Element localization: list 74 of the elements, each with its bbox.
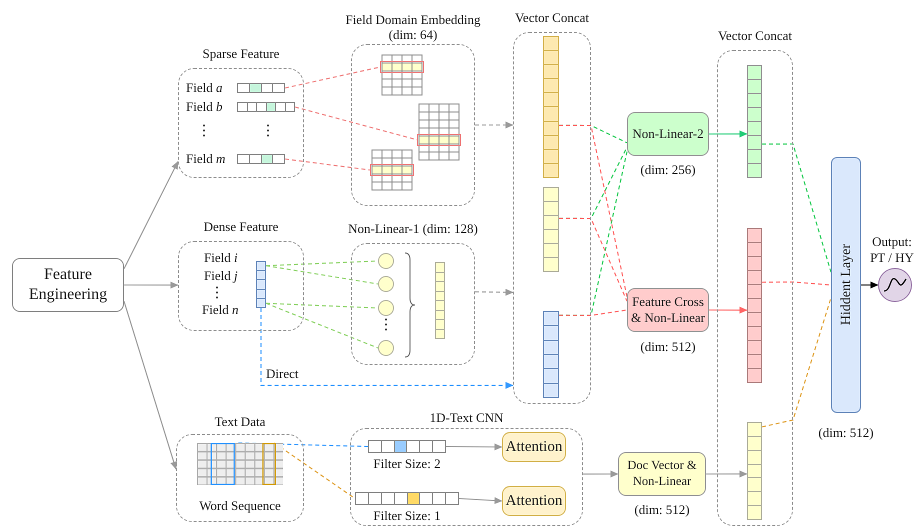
- connector-line: [266, 302, 378, 349]
- connector-line: [238, 442, 368, 448]
- vector-row: [355, 492, 459, 505]
- arrow: [861, 282, 878, 288]
- connector-line: [559, 124, 628, 297]
- node-caption: (dim: 512): [639, 339, 697, 355]
- group-title: Sparse Feature: [202, 46, 280, 61]
- connector-line: [762, 298, 832, 428]
- embedding-matrix: [417, 102, 461, 162]
- process-box: Feature Engineering: [12, 258, 124, 312]
- vector-row: [368, 440, 446, 453]
- vector-row: [237, 102, 295, 112]
- connector-line: [266, 265, 378, 285]
- node-caption: (dim: 512): [817, 425, 875, 441]
- embedding-matrix: [380, 53, 424, 97]
- field-label: Field a: [186, 80, 222, 96]
- arrow: [709, 130, 748, 138]
- vector-bar: [543, 311, 559, 398]
- vector-bar: [747, 228, 762, 383]
- process-box: Attention: [502, 486, 566, 516]
- vector-bar: [747, 65, 762, 178]
- arrow: [124, 161, 178, 270]
- group-title: Field Domain Embedding (dim: 64): [344, 12, 482, 42]
- vector-row: [237, 154, 285, 164]
- group-title: Non-Linear-1 (dim: 128): [347, 221, 479, 236]
- process-box: Feature Cross & Non-Linear: [627, 288, 709, 332]
- process-box: Doc Vector & Non-Linear: [618, 452, 706, 496]
- vector-bar: [747, 422, 762, 520]
- vector-bar: [543, 187, 559, 272]
- connector-line: [274, 442, 356, 499]
- arrow: [475, 122, 514, 128]
- arrow: [123, 301, 178, 470]
- embedding-matrix: [370, 148, 414, 192]
- arrow: [458, 497, 502, 504]
- arrow: [475, 288, 514, 296]
- field-label: Field b: [186, 99, 222, 115]
- group-title: Vector Concat: [514, 10, 590, 25]
- field-label: Field n: [202, 302, 238, 318]
- dashed-group-panel: [178, 46, 304, 178]
- node-caption: (dim: 512): [633, 502, 691, 518]
- node-caption: Filter Size: 2: [372, 456, 442, 472]
- arrow: [709, 306, 748, 314]
- arrow: [124, 282, 178, 289]
- node-caption: Output: PT / HY: [869, 234, 915, 266]
- field-label: Field j: [204, 268, 238, 284]
- vector-bar: [543, 36, 559, 178]
- vector-bar: [256, 261, 266, 308]
- node-caption: (dim: 256): [639, 162, 697, 178]
- connector-line: [559, 218, 628, 302]
- group-title: Dense Feature: [202, 219, 280, 234]
- arrow: [446, 443, 502, 450]
- group-title: 1D-Text CNN: [428, 410, 504, 425]
- node-caption: Word Sequence: [198, 498, 282, 514]
- group-title: Text Data: [214, 414, 266, 429]
- group-title: Vector Concat: [716, 28, 793, 43]
- field-label: Field m: [186, 151, 226, 167]
- node-caption: Filter Size: 1: [372, 508, 442, 524]
- connector-line: [294, 106, 418, 140]
- process-box: Non-Linear-2: [627, 112, 709, 156]
- connector-line: [559, 309, 628, 316]
- connector-line: [284, 66, 380, 89]
- dashed-group-panel: [350, 410, 583, 526]
- connector-line: [762, 281, 832, 286]
- process-box: Attention: [502, 432, 566, 462]
- arrow: [260, 308, 514, 389]
- arrow: [583, 470, 618, 478]
- hidden-layer-box: Hiddent Layer: [831, 157, 861, 413]
- word-embedding-grid: [197, 443, 283, 485]
- field-label: Field i: [204, 250, 238, 266]
- connector-line: [284, 158, 370, 171]
- arrow: [706, 470, 748, 478]
- connector-line: [762, 143, 832, 272]
- vector-row: [237, 83, 285, 93]
- vector-bar: [435, 262, 445, 339]
